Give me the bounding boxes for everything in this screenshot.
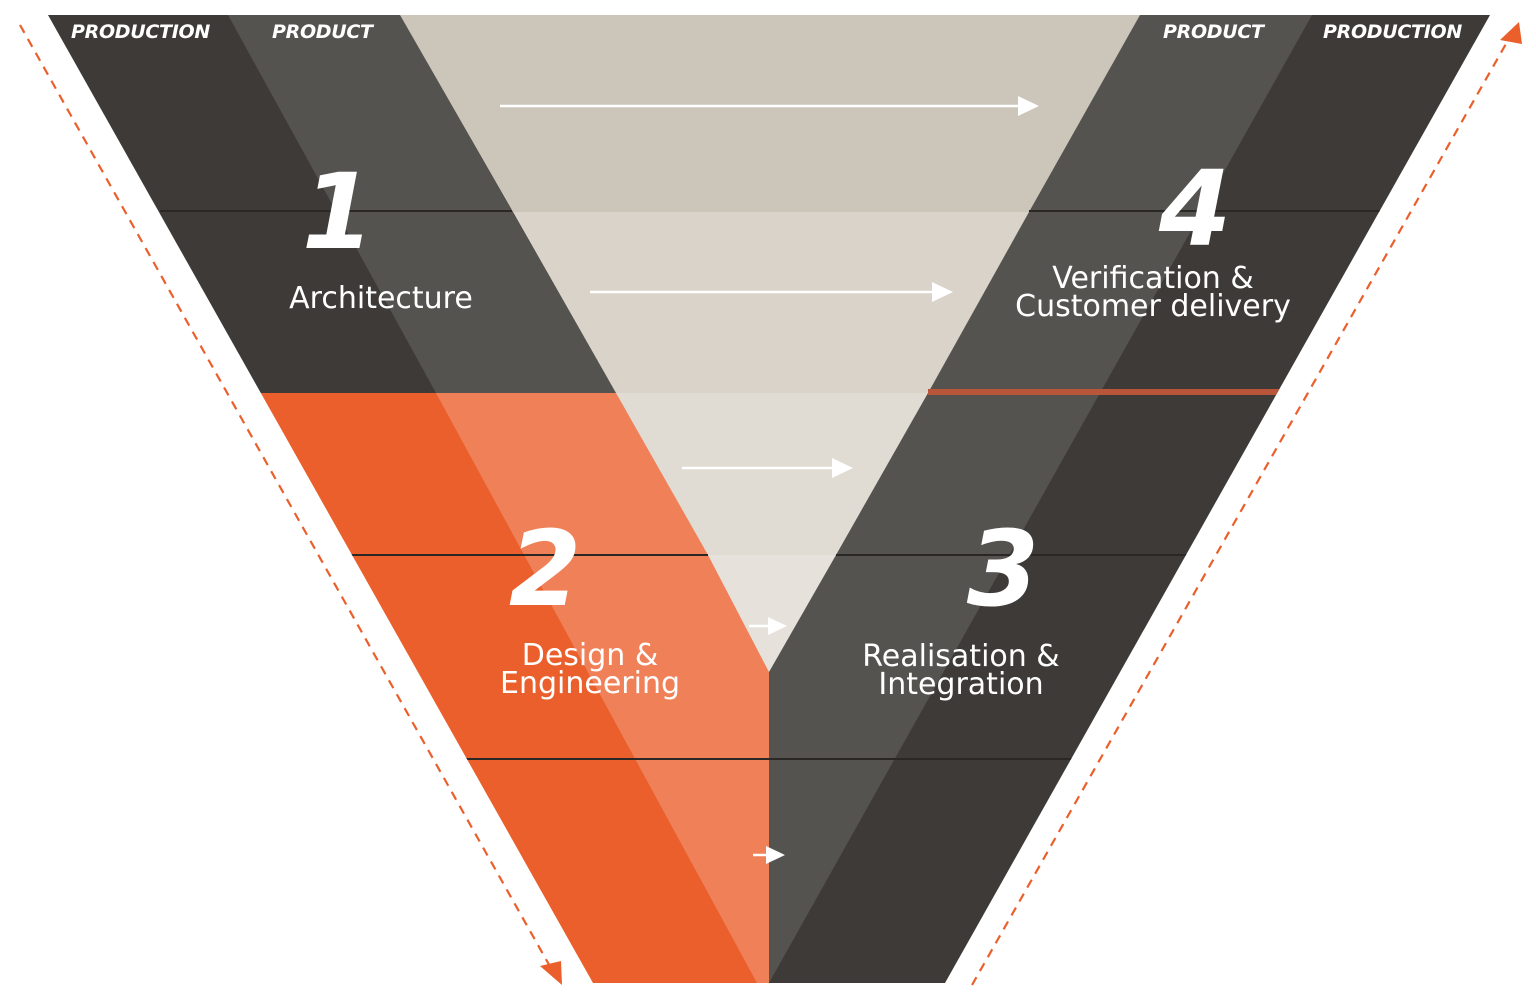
phase-label: Integration: [878, 667, 1043, 702]
arrow-right-icon: [590, 282, 953, 302]
phase-label: Verification &: [1052, 261, 1254, 296]
center-zone-1: [400, 15, 1140, 212]
process-path: [19, 22, 1522, 986]
phase-1: 1 Architecture: [289, 151, 473, 316]
flow-arrows: [500, 96, 1039, 864]
arrow-right-icon: [682, 458, 853, 478]
phase-2: 2 Design & Engineering: [500, 508, 680, 701]
phase-number: 2: [509, 508, 581, 630]
phase-4: 4 Verification & Customer delivery: [1015, 148, 1291, 324]
right-product-band: [769, 15, 1312, 983]
phase-number: 4: [1158, 148, 1231, 270]
arrowhead-up-icon: [1500, 22, 1522, 44]
left-product-band-bottom: [436, 393, 769, 983]
arrow-right-icon: [749, 617, 787, 635]
header-left-product: PRODUCT: [272, 21, 375, 43]
phase-number: 1: [302, 151, 374, 273]
phase-label: Customer delivery: [1015, 289, 1291, 324]
phase-label: Engineering: [500, 666, 680, 701]
header-left-production: PRODUCTION: [71, 21, 210, 43]
phase-3: 3 Realisation & Integration: [862, 508, 1059, 702]
header-right-production: PRODUCTION: [1323, 21, 1462, 43]
arrowhead-down-icon: [540, 961, 562, 985]
phase-number: 3: [967, 508, 1039, 630]
left-product-band-top: [228, 15, 616, 393]
center-zone-2: [513, 212, 1029, 393]
phase-label: Realisation &: [862, 639, 1059, 674]
phase-label: Architecture: [289, 281, 473, 316]
center-zone-3: [616, 393, 928, 555]
phase-label: Design &: [522, 638, 659, 673]
dashed-path-down: [19, 24, 553, 971]
dashed-path-up: [971, 34, 1512, 986]
center-zone-4: [708, 555, 836, 672]
arrow-right-icon: [500, 96, 1039, 116]
arrow-right-icon: [753, 846, 785, 864]
header-right-product: PRODUCT: [1163, 21, 1266, 43]
